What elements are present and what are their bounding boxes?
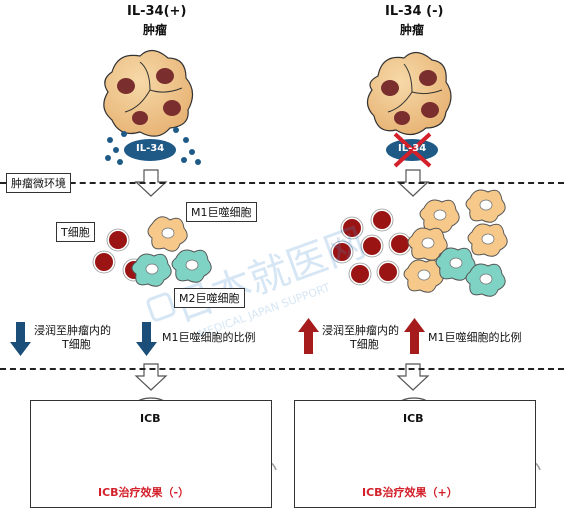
left-down-arrow-tcell [10, 322, 31, 356]
separator-bottom [0, 368, 564, 370]
left-mouse-before [39, 430, 121, 471]
right-mouse-after [459, 430, 541, 471]
right-effect-label: ICB治疗效果（+） [362, 486, 458, 499]
right-il34-badge: IL-34 [398, 143, 427, 154]
left-effect-label: ICB治疗效果（-） [98, 486, 190, 499]
m2-label: M2巨噬细胞 [174, 288, 245, 308]
right-t-cells [330, 208, 412, 286]
left-treatment-arrow [118, 455, 194, 461]
left-m2-macrophages [131, 249, 212, 287]
t-cell-label: T细胞 [56, 222, 95, 242]
right-infiltration-text: 浸润至肿瘤内的 [322, 324, 399, 337]
left-mouse-after [195, 430, 277, 471]
microenv-label: 肿瘤微环境 [6, 173, 71, 193]
right-m2-macrophages [435, 247, 506, 297]
left-infiltration-text: 浸润至肿瘤内的 [34, 324, 111, 337]
separator-top [0, 182, 564, 184]
left-tumor-subtitle: 肿瘤 [143, 23, 168, 37]
right-tumor-title: IL-34 (-) [385, 4, 444, 19]
right-mouse-before [303, 430, 385, 471]
left-il34-badge: IL-34 [136, 143, 165, 154]
m1-label: M1巨噬细胞 [186, 202, 257, 222]
right-il34-blocked [386, 132, 438, 168]
left-icb-bubble [124, 397, 178, 458]
right-m1-ratio-text: M1巨噬细胞的比例 [428, 331, 522, 344]
right-icb-label: ICB [403, 412, 424, 425]
right-up-arrow-tcell [298, 318, 319, 354]
left-down-arrow-m1 [136, 322, 157, 356]
right-treatment-arrow [382, 455, 458, 461]
right-infiltration-text-2: T细胞 [350, 338, 379, 351]
left-icb-label: ICB [140, 412, 161, 425]
right-icb-bubble [387, 397, 441, 458]
right-m1-macrophages [403, 189, 508, 293]
left-m1-macrophage [147, 216, 188, 252]
right-tumor-cells [366, 51, 452, 136]
left-infiltration-text-2: T细胞 [62, 338, 91, 351]
flow-arrow-left-bottom [134, 363, 168, 391]
flow-arrow-right-bottom [396, 363, 430, 391]
left-tumor-title: IL-34(+) [127, 4, 187, 19]
left-il34-molecules [105, 127, 201, 165]
left-m1-ratio-text: M1巨噬细胞的比例 [162, 331, 256, 344]
right-tumor-subtitle: 肿瘤 [400, 23, 425, 37]
right-up-arrow-m1 [404, 318, 425, 354]
left-tumor-cells [103, 49, 194, 137]
